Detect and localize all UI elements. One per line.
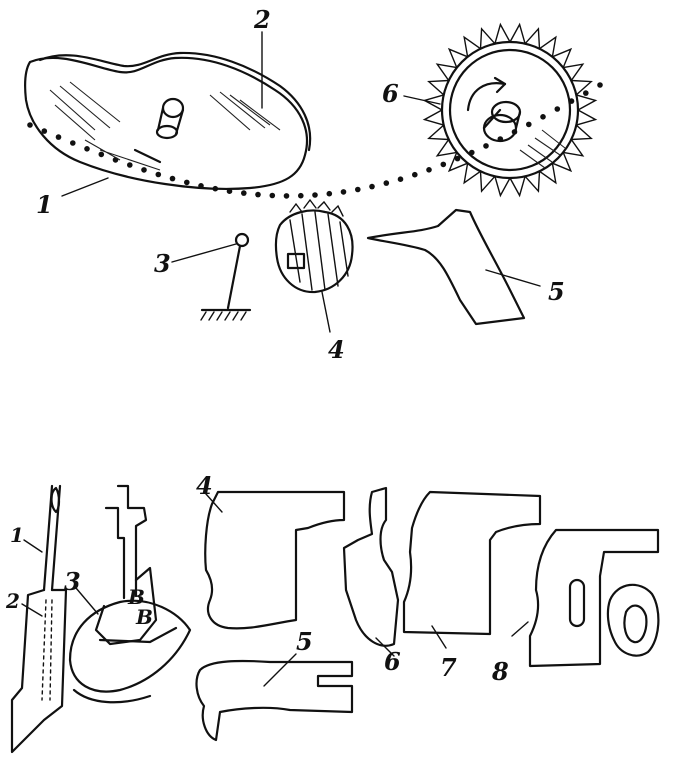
gear-tooth bbox=[575, 94, 598, 111]
gear-tooth bbox=[427, 124, 450, 141]
pin-stand-part-3 bbox=[200, 232, 252, 321]
thread-dot bbox=[283, 193, 290, 199]
gear-tooth bbox=[524, 170, 541, 193]
thread-dot bbox=[583, 90, 589, 96]
gear-tooth bbox=[538, 162, 557, 185]
bottom-label-2: 2 bbox=[5, 589, 20, 613]
gear-tooth bbox=[570, 79, 593, 96]
thread-dot bbox=[127, 162, 133, 168]
gear-tooth bbox=[551, 151, 573, 173]
thread-dot bbox=[440, 161, 447, 168]
bottom-label-4: 4 bbox=[196, 471, 213, 500]
thread-dot bbox=[298, 192, 304, 199]
gear-tooth bbox=[494, 175, 511, 198]
needle-part-1-2 bbox=[10, 484, 68, 754]
gear-tooth bbox=[447, 47, 469, 69]
top-leader-lines bbox=[61, 31, 541, 333]
thread-dot bbox=[269, 192, 276, 199]
gear-tooth bbox=[575, 109, 598, 126]
thread-dot bbox=[41, 128, 48, 134]
gear-tooth bbox=[524, 27, 541, 50]
hook-letter-b-upper: B bbox=[127, 585, 145, 609]
top-label-1: 1 bbox=[36, 190, 53, 219]
thread-dot bbox=[369, 183, 375, 190]
thread-dot bbox=[98, 151, 105, 158]
thread-dot bbox=[383, 180, 390, 186]
top-figure: 1 2 3 4 5 6 bbox=[23, 5, 603, 364]
plate-part-4 bbox=[204, 490, 346, 630]
gear-tooth bbox=[422, 109, 445, 126]
thread-dot bbox=[141, 167, 147, 173]
gear-tooth bbox=[509, 175, 526, 198]
thread-dot bbox=[597, 82, 603, 88]
gear-tooth bbox=[551, 47, 573, 69]
thread-dot bbox=[55, 134, 62, 140]
thread-dot bbox=[255, 191, 261, 198]
thread-dot bbox=[483, 143, 489, 149]
gear-tooth bbox=[562, 63, 585, 82]
gear-tooth bbox=[570, 124, 593, 141]
gear-tooth bbox=[509, 22, 526, 45]
thread-dot bbox=[241, 190, 247, 196]
gear-tooth bbox=[463, 35, 482, 58]
thread-dot bbox=[84, 146, 90, 152]
top-label-5: 5 bbox=[548, 277, 565, 306]
bottom-label-3: 3 bbox=[64, 567, 81, 596]
thread-dot bbox=[397, 176, 404, 182]
bottom-label-6: 6 bbox=[384, 647, 401, 676]
gear-tooth bbox=[562, 138, 585, 157]
hook-letter-b-lower: B bbox=[135, 605, 153, 629]
bottom-leader-lines bbox=[21, 493, 529, 687]
gear-tooth bbox=[494, 22, 511, 45]
hook-part-3 bbox=[68, 484, 192, 704]
gear-tooth bbox=[435, 63, 458, 82]
blade-part-6 bbox=[342, 486, 400, 647]
plate-part-7 bbox=[402, 490, 542, 636]
thread-dot bbox=[554, 106, 561, 112]
top-label-4: 4 bbox=[328, 335, 345, 364]
fork-part-5 bbox=[195, 659, 354, 742]
thread-dot bbox=[155, 171, 162, 178]
small-gear-part-4 bbox=[274, 198, 354, 294]
bottom-figure: 1 2 3 4 5 6 7 8 B B bbox=[5, 471, 660, 754]
thread-dot bbox=[526, 121, 532, 128]
bottom-label-8: 8 bbox=[491, 657, 509, 686]
gear-tooth bbox=[479, 170, 496, 193]
top-label-2: 2 bbox=[253, 5, 271, 34]
gear-tooth bbox=[435, 138, 458, 157]
lever-part-5 bbox=[366, 208, 526, 326]
thread-dot bbox=[312, 192, 318, 198]
dotted-thread-path bbox=[27, 82, 603, 199]
thread-dot bbox=[412, 171, 418, 178]
thread-dot bbox=[184, 179, 190, 186]
thread-dot bbox=[340, 189, 347, 195]
thread-dot bbox=[454, 155, 461, 162]
thread-dot bbox=[540, 114, 546, 120]
top-label-3: 3 bbox=[154, 249, 171, 278]
bottom-label-1: 1 bbox=[10, 523, 24, 547]
thread-dot bbox=[355, 186, 361, 193]
gear-tooth bbox=[538, 35, 557, 58]
bottom-label-5: 5 bbox=[296, 627, 313, 656]
thread-dot bbox=[169, 175, 176, 182]
bottom-label-7: 7 bbox=[440, 653, 457, 682]
gear-wheel-part-6 bbox=[422, 22, 598, 198]
thread-dot bbox=[27, 122, 33, 128]
gear-tooth bbox=[447, 151, 469, 173]
gear-tooth bbox=[479, 27, 496, 50]
gear-tooth bbox=[427, 79, 450, 96]
thread-dot bbox=[70, 140, 76, 146]
cam-plate-part-2 bbox=[23, 51, 312, 190]
top-label-6: 6 bbox=[382, 79, 399, 108]
gear-tooth bbox=[463, 162, 482, 185]
plate-part-8 bbox=[528, 528, 660, 668]
thread-dot bbox=[326, 190, 333, 197]
thread-dot bbox=[426, 167, 432, 173]
